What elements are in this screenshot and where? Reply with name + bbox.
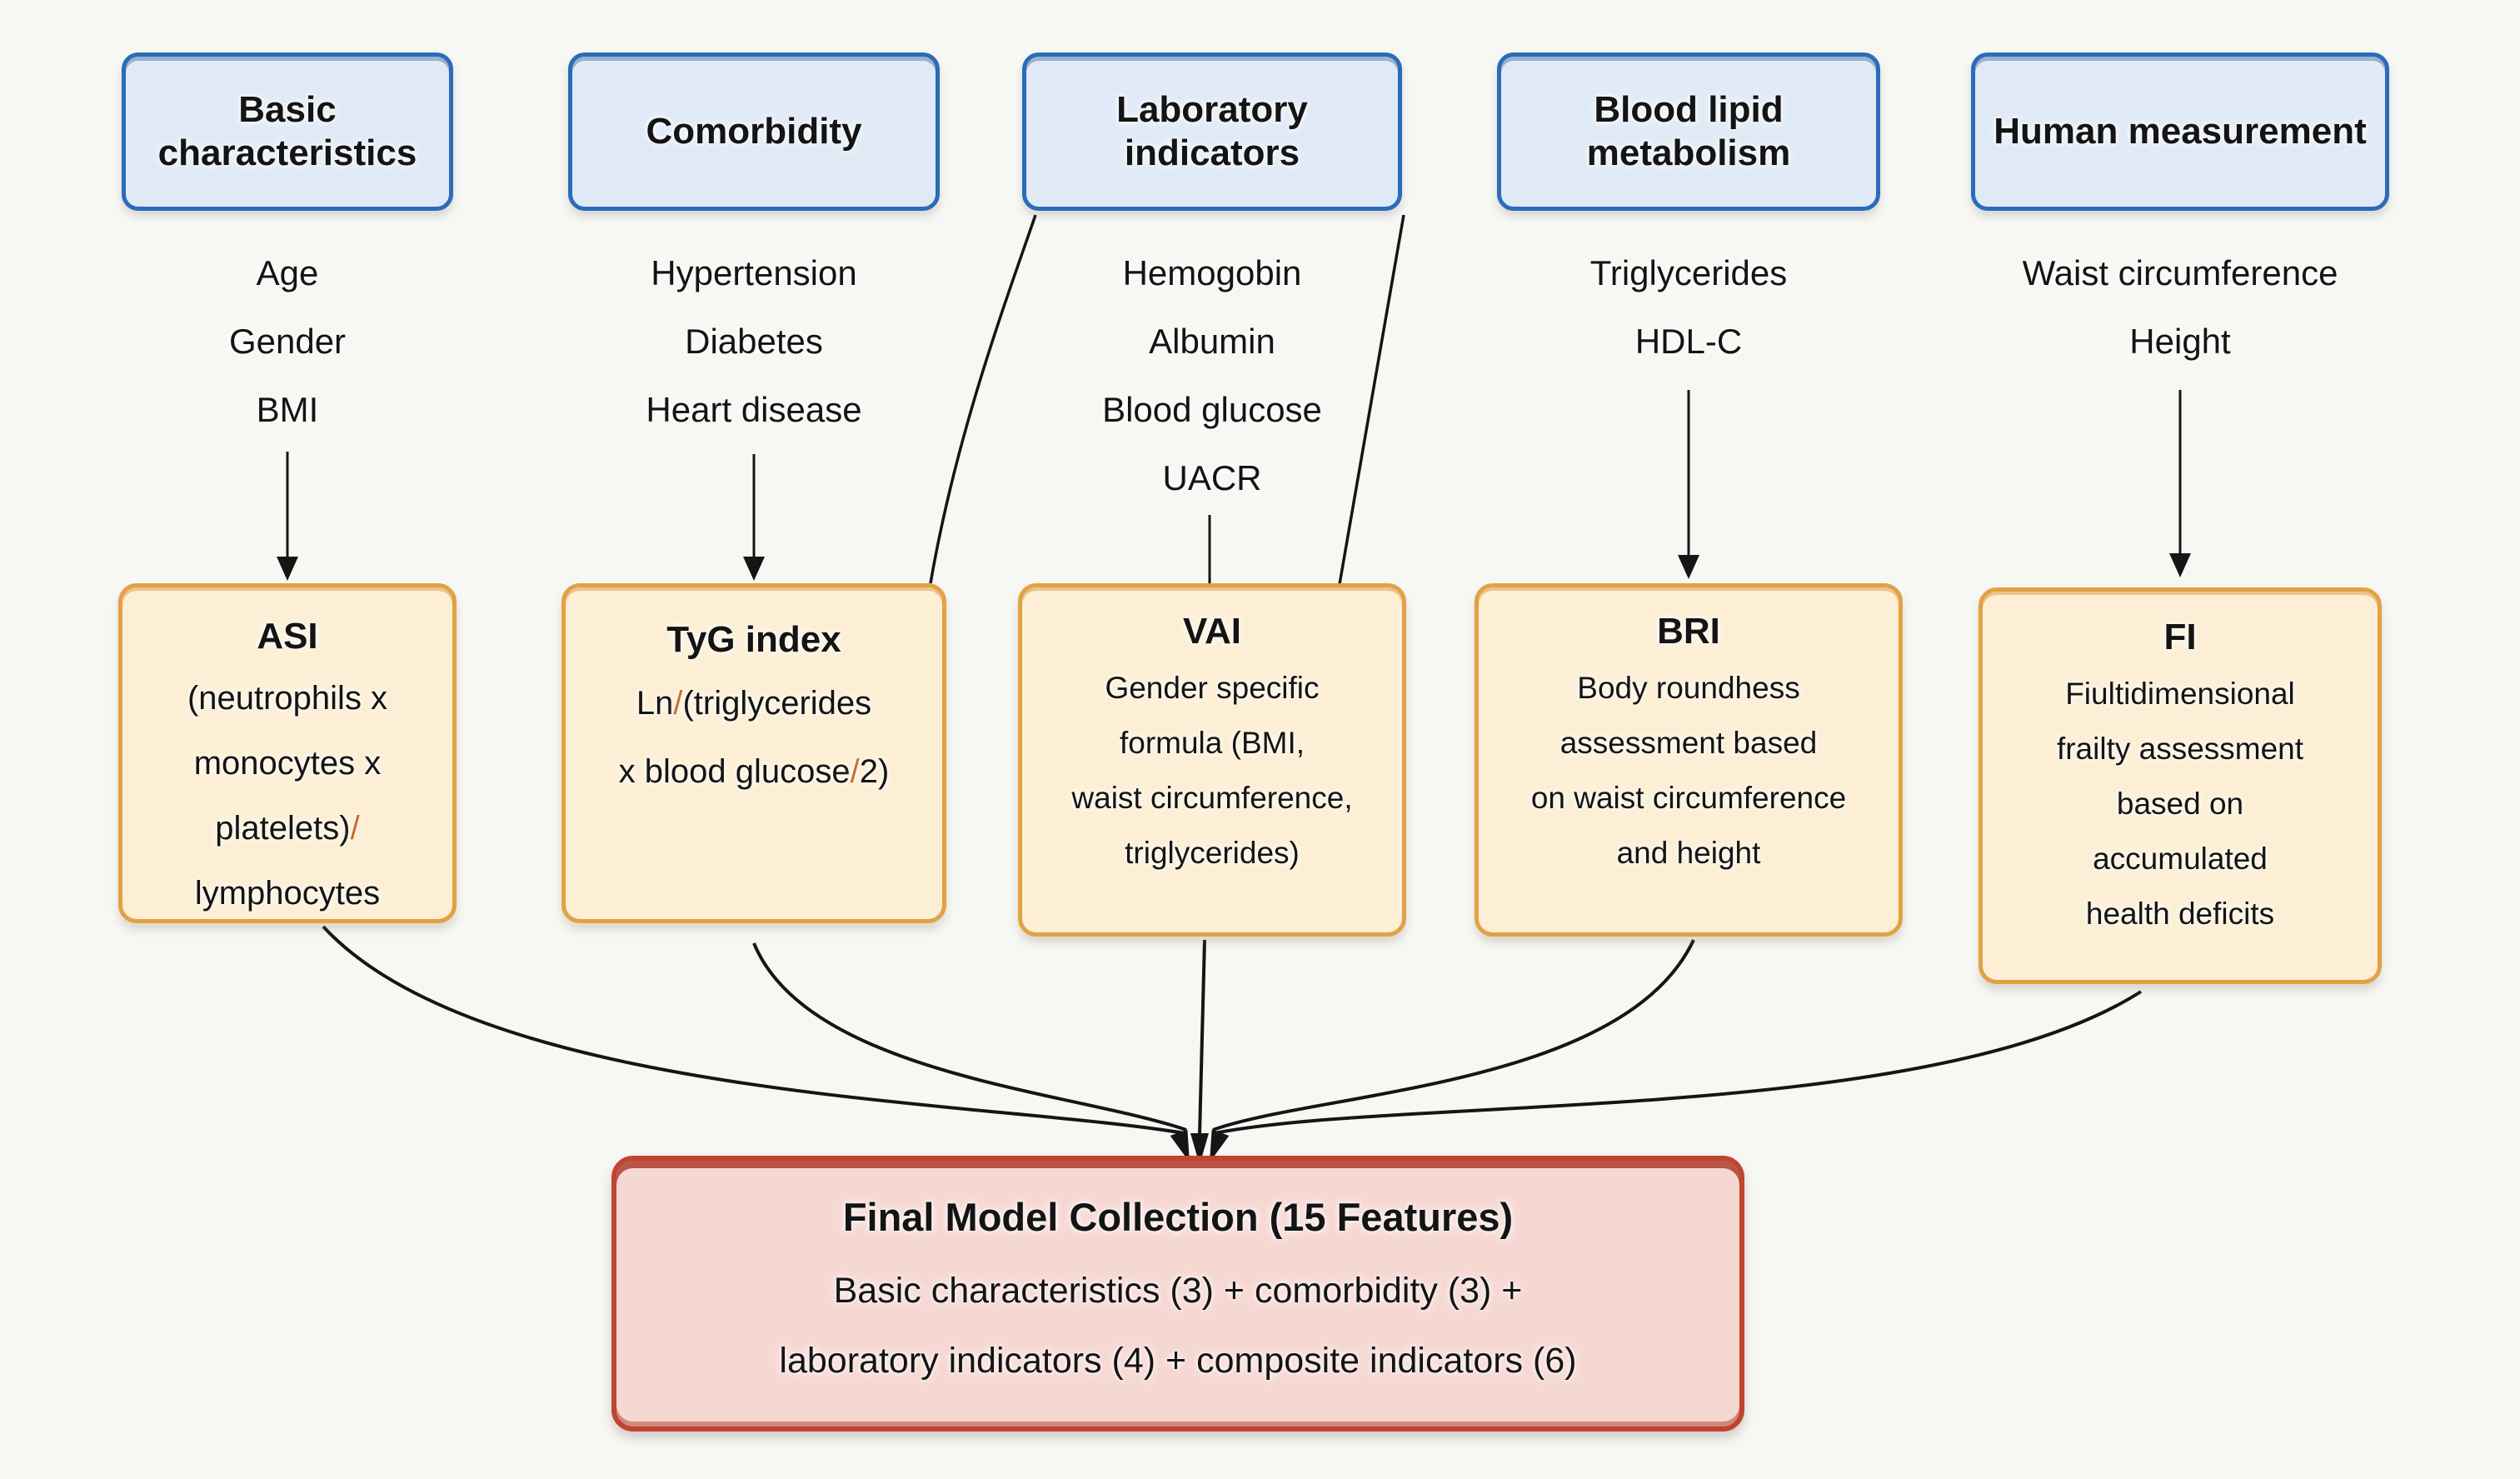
item-list-laboratory: Hemogobin Albumin Blood glucose UACR bbox=[996, 239, 1429, 512]
index-formula-line: waist circumference, bbox=[1071, 781, 1353, 815]
category-box-blood-lipid-metabolism: Blood lipid metabolism bbox=[1497, 52, 1880, 211]
index-formula-line: health deficits bbox=[2085, 897, 2275, 931]
index-formula-line: Gender specific bbox=[1105, 671, 1320, 705]
index-formula-line: x blood glucose/2) bbox=[618, 753, 890, 790]
index-formula-line: monocytes x bbox=[193, 745, 382, 782]
curve-tyg-to-final bbox=[752, 942, 1187, 1132]
column-laboratory-indicators: Laboratory indicators Hemogobin Albumin … bbox=[996, 52, 1429, 937]
list-item: Age bbox=[256, 253, 319, 292]
index-box-asi: ASI (neutrophils x monocytes x platelets… bbox=[118, 583, 457, 923]
list-item: Heart disease bbox=[646, 390, 862, 429]
index-box-bri: BRI Body roundhess assessment based on w… bbox=[1475, 583, 1903, 937]
list-item: Diabetes bbox=[685, 322, 823, 361]
item-list-human-measurement: Waist circumference Height bbox=[1964, 239, 2397, 376]
curve-fi-to-final bbox=[1214, 990, 2143, 1135]
index-formula-line: formula (BMI, bbox=[1119, 726, 1305, 760]
final-box-line: laboratory indicators (4) + composite in… bbox=[779, 1341, 1577, 1382]
category-label: Blood lipid metabolism bbox=[1586, 89, 1791, 173]
curve-asi-to-final bbox=[322, 925, 1185, 1135]
index-box-tyg: TyG index Ln/(triglycerides x blood gluc… bbox=[561, 583, 946, 923]
index-formula-line: lymphocytes bbox=[194, 875, 381, 912]
list-item: UACR bbox=[1162, 458, 1262, 497]
index-box-vai: VAI Gender specific formula (BMI, waist … bbox=[1018, 583, 1406, 937]
list-item: HDL-C bbox=[1634, 322, 1743, 361]
list-item: Gender bbox=[228, 322, 347, 361]
list-item: BMI bbox=[256, 390, 319, 429]
final-box-line: Basic characteristics (3) + comorbidity … bbox=[833, 1271, 1523, 1312]
category-box-human-measurement: Human measurement bbox=[1971, 52, 2389, 211]
index-formula-line: accumulated bbox=[2093, 842, 2268, 876]
list-item: Height bbox=[2129, 322, 2231, 361]
arrowhead-lipid-to-bri-icon bbox=[1678, 555, 1699, 579]
item-list-blood-lipid: Triglycerides HDL-C bbox=[1472, 239, 1905, 376]
list-item: Waist circumference bbox=[2022, 253, 2338, 292]
curve-bri-to-final bbox=[1212, 939, 1695, 1132]
index-title: BRI bbox=[1657, 611, 1720, 652]
index-box-fi: FI Fiultidimensional frailty assessment … bbox=[1979, 587, 2382, 984]
index-formula-line: assessment based bbox=[1559, 726, 1818, 760]
index-formula-line: platelets)/ bbox=[215, 810, 360, 847]
index-formula-line: and height bbox=[1616, 836, 1761, 870]
index-title: FI bbox=[2163, 617, 2197, 657]
category-label: Laboratory indicators bbox=[1116, 89, 1308, 173]
index-title: VAI bbox=[1182, 611, 1242, 652]
item-list-basic: Age Gender BMI bbox=[71, 239, 504, 444]
list-item: Hemogobin bbox=[1122, 253, 1302, 292]
category-label: Comorbidity bbox=[646, 111, 862, 152]
list-item: Triglycerides bbox=[1589, 253, 1788, 292]
category-box-laboratory-indicators: Laboratory indicators bbox=[1022, 52, 1402, 211]
column-comorbidity: Comorbidity Hypertension Diabetes Heart … bbox=[537, 52, 971, 923]
list-item: Albumin bbox=[1149, 322, 1275, 361]
index-formula-line: Body roundhess bbox=[1577, 671, 1800, 705]
index-title: TyG index bbox=[666, 619, 841, 660]
arrowhead-basic-to-asi-icon bbox=[277, 557, 298, 581]
final-model-collection-box: Final Model Collection (15 Features) Bas… bbox=[611, 1156, 1744, 1432]
index-formula-line: on waist circumference bbox=[1530, 781, 1847, 815]
index-title: ASI bbox=[257, 616, 318, 657]
category-label: Basic characteristics bbox=[157, 89, 417, 173]
index-formula-line: Ln/(triglycerides bbox=[636, 685, 872, 722]
arrowhead-comorbidity-to-tyg-icon bbox=[743, 557, 765, 581]
column-blood-lipid-metabolism: Blood lipid metabolism Triglycerides HDL… bbox=[1472, 52, 1905, 937]
category-label: Human measurement bbox=[1994, 111, 2367, 152]
index-formula-line: (neutrophils x bbox=[187, 680, 388, 717]
list-item: Hypertension bbox=[651, 253, 857, 292]
final-box-title: Final Model Collection (15 Features) bbox=[842, 1195, 1514, 1239]
curve-vai-to-final bbox=[1198, 939, 1206, 1136]
index-formula-line: frailty assessment bbox=[2056, 732, 2304, 766]
list-item: Blood glucose bbox=[1102, 390, 1322, 429]
index-formula-line: based on bbox=[2116, 787, 2244, 821]
column-basic-characteristics: Basic characteristics Age Gender BMI ASI… bbox=[71, 52, 504, 923]
arrowhead-human-to-fi-icon bbox=[2169, 553, 2191, 577]
category-box-basic-characteristics: Basic characteristics bbox=[122, 52, 453, 211]
item-list-comorbidity: Hypertension Diabetes Heart disease bbox=[537, 239, 971, 444]
index-formula-line: triglycerides) bbox=[1125, 836, 1300, 870]
index-formula-line: Fiultidimensional bbox=[2065, 677, 2295, 711]
column-human-measurement: Human measurement Waist circumference He… bbox=[1964, 52, 2397, 984]
category-box-comorbidity: Comorbidity bbox=[568, 52, 940, 211]
